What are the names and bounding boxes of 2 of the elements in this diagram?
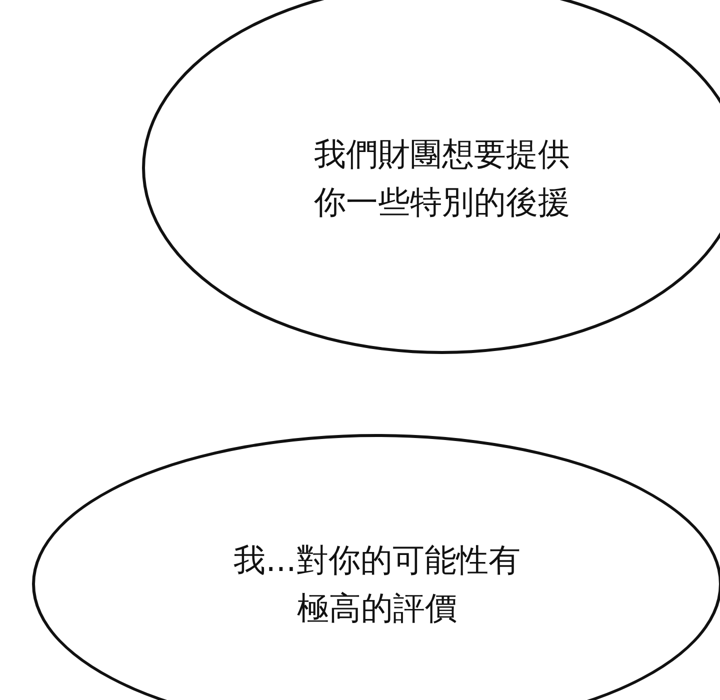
bubble-text: 我們財團想要提供你一些特別的後援: [313, 134, 571, 223]
bubble-text: 我...對你的可能性有極高的評價: [232, 540, 522, 629]
